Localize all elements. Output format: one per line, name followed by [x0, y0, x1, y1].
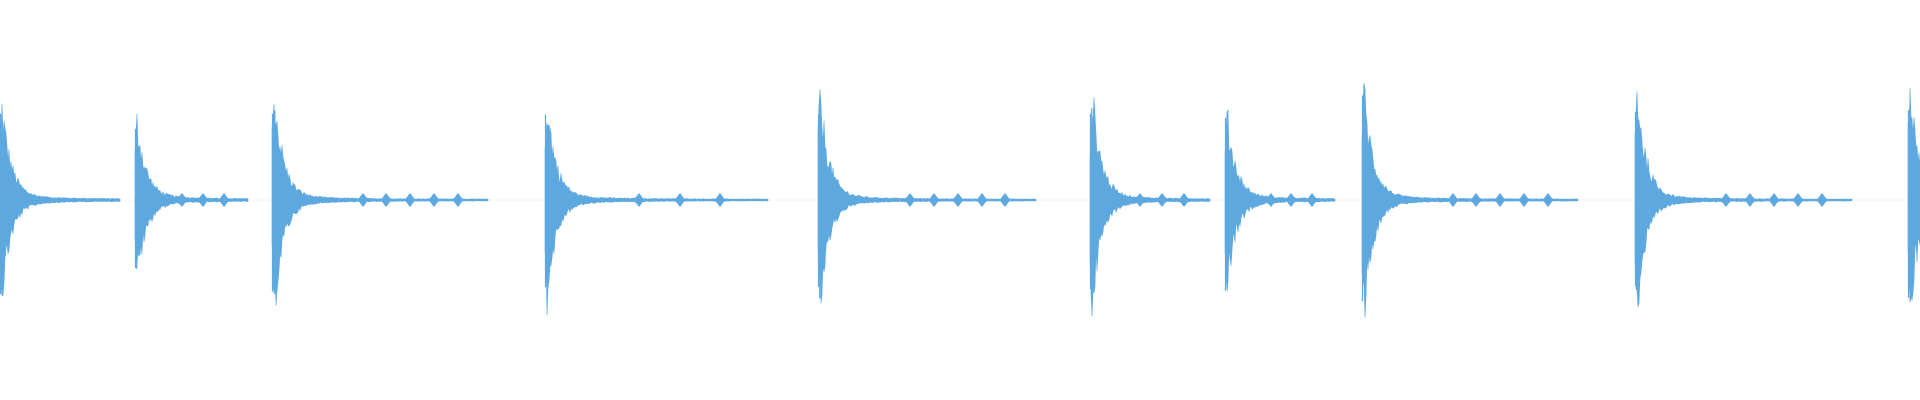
- waveform-transient: [1907, 87, 1920, 303]
- waveform-transient: [544, 114, 769, 316]
- waveform-envelope: [817, 89, 1037, 304]
- waveform-envelope: [1089, 97, 1211, 317]
- waveform-envelope: [1224, 109, 1336, 292]
- waveform-transient: [817, 89, 1037, 304]
- waveform-envelope: [1361, 83, 1579, 318]
- waveform-transient: [1634, 91, 1853, 308]
- waveform-envelope: [544, 122, 769, 316]
- waveform-transient: [0, 103, 121, 297]
- waveform-envelope: [0, 103, 121, 297]
- waveform-transient: [271, 104, 489, 306]
- waveform-transient: [134, 113, 249, 269]
- waveform-transient: [1361, 83, 1579, 318]
- waveform-transient: [1089, 97, 1211, 317]
- waveform-transient: [1224, 109, 1336, 292]
- waveform-envelope: [271, 104, 489, 306]
- waveform-envelope: [134, 113, 249, 268]
- waveform-envelope: [1634, 91, 1853, 308]
